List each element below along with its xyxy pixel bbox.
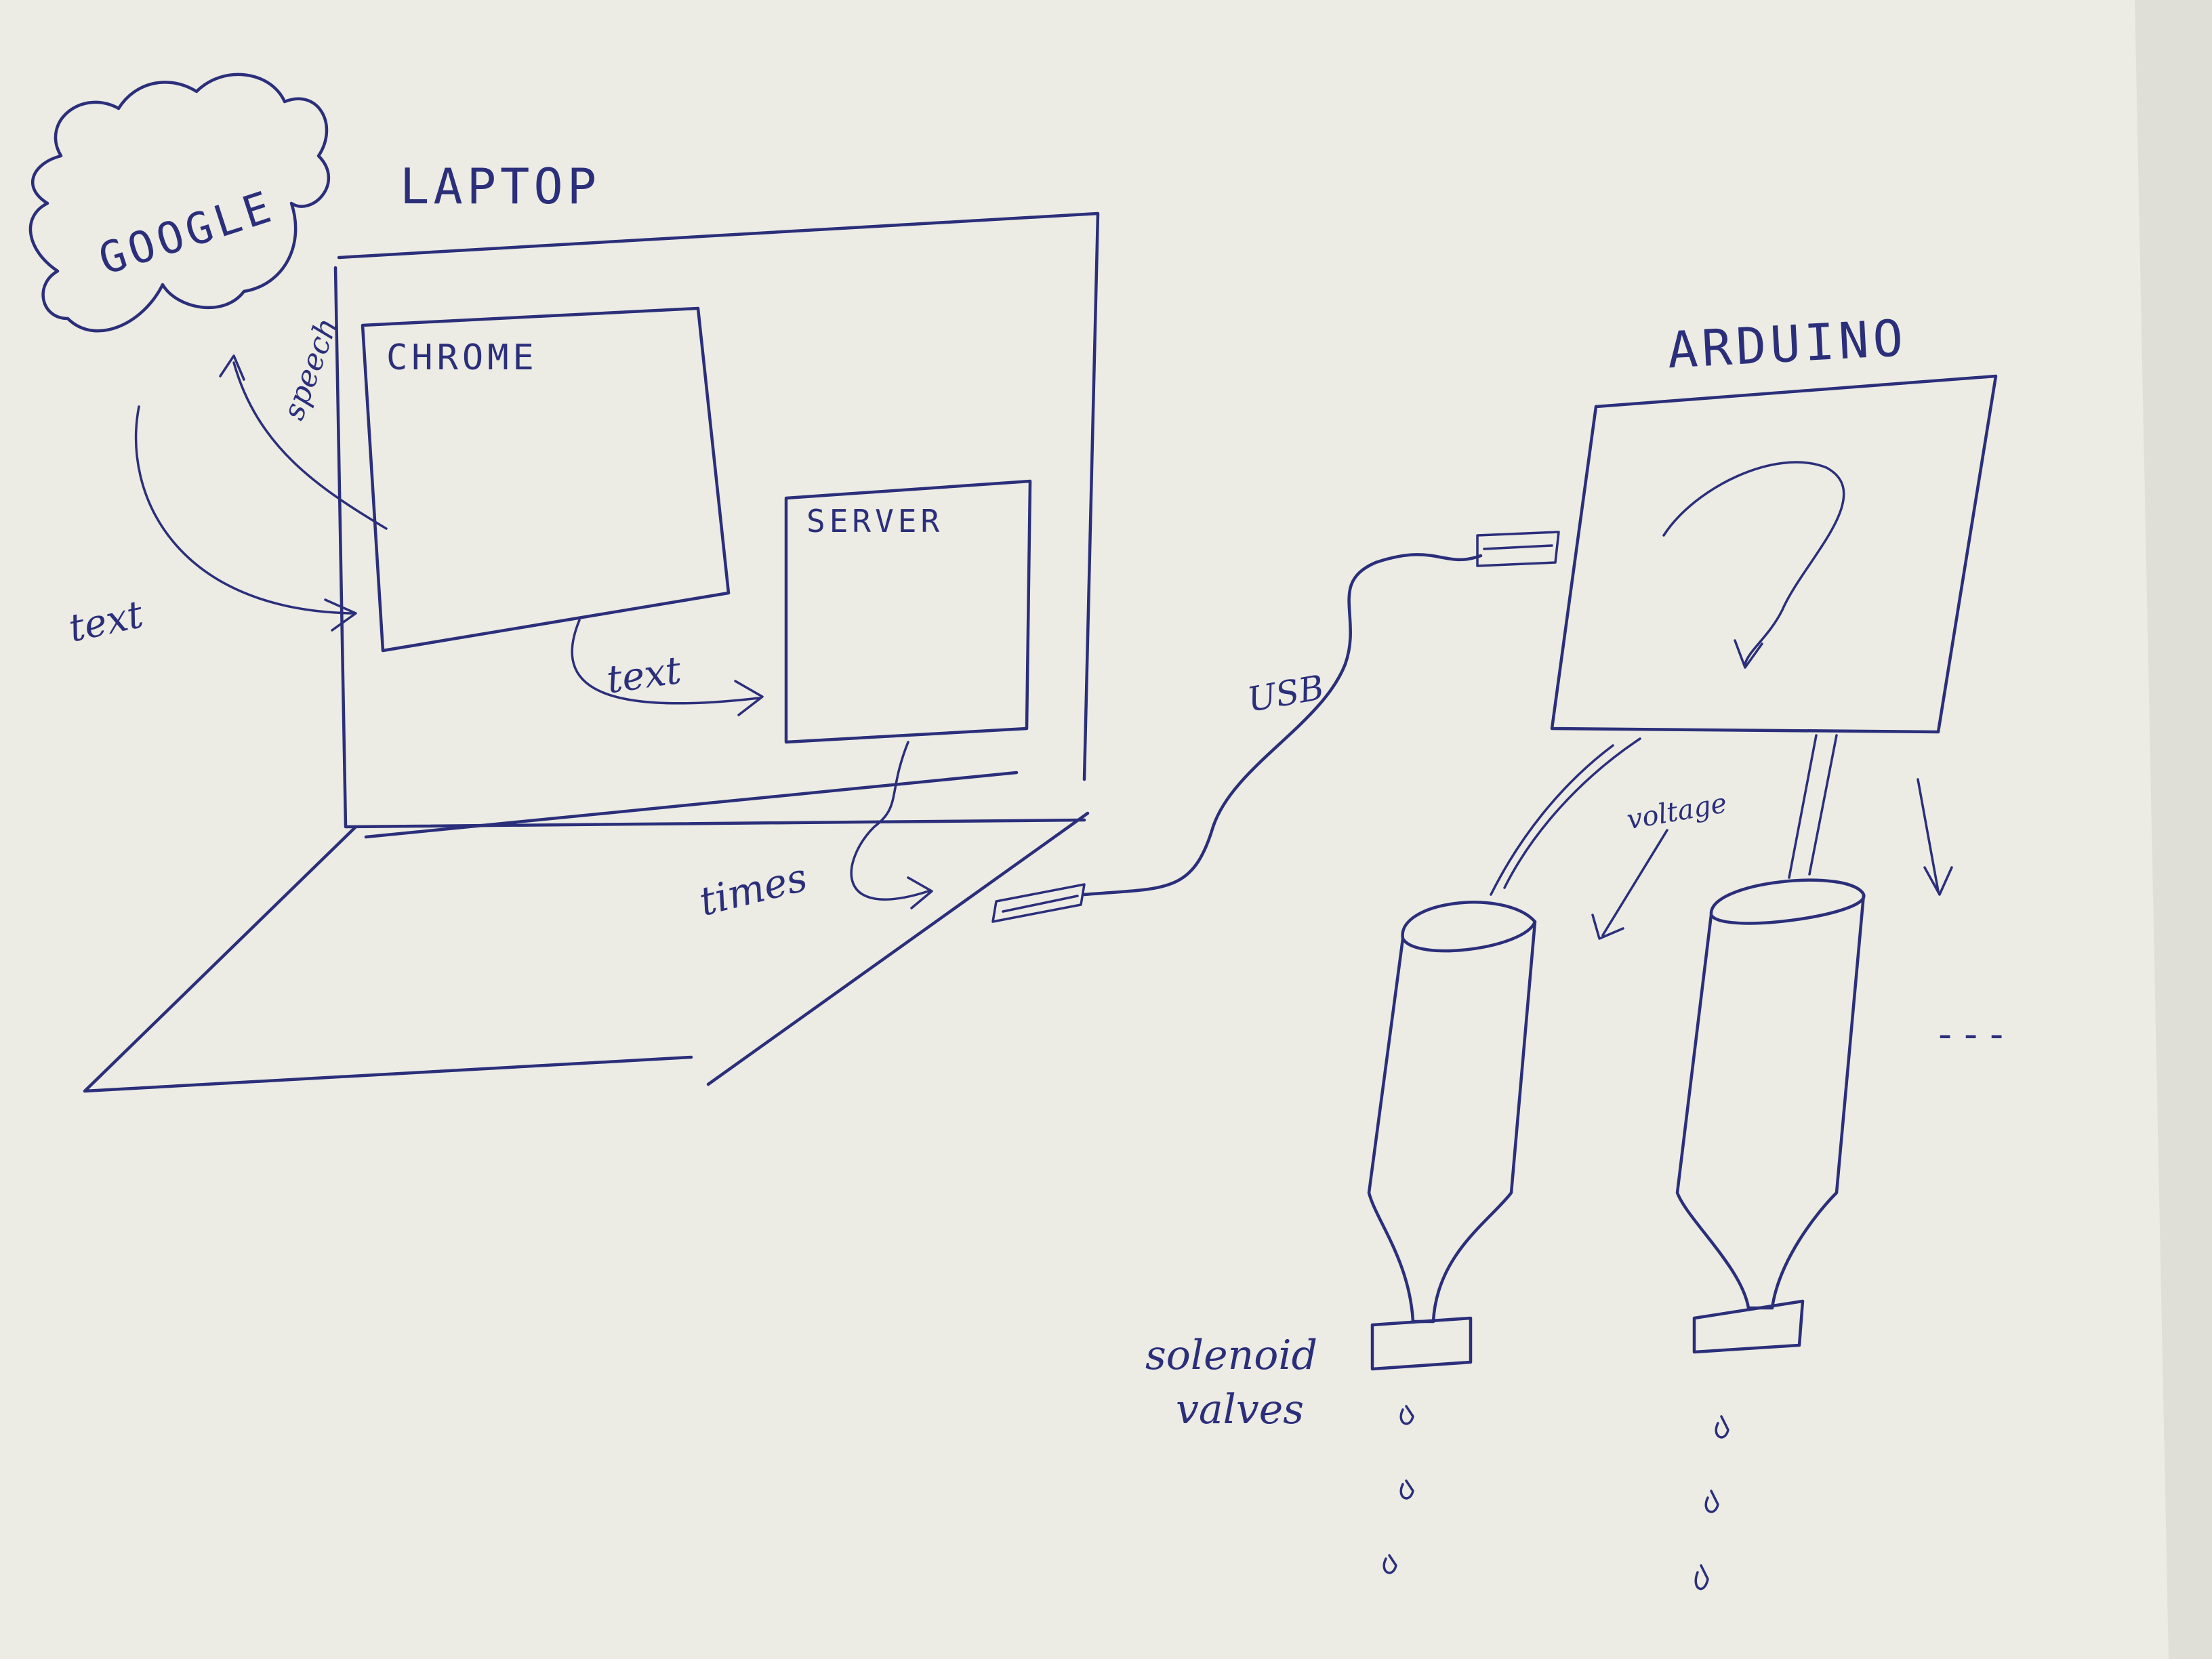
speech-arrow [232, 361, 388, 530]
chrome-window [361, 306, 731, 653]
text-arrow-left [134, 405, 354, 615]
wire-1b [1490, 744, 1614, 896]
text-arrow-middle [571, 619, 760, 705]
google-cloud [28, 73, 330, 333]
usb-plug-laptop [991, 883, 1086, 923]
server-label: SERVER [806, 503, 943, 539]
laptop-label: LAPTOP [400, 158, 600, 215]
laptop-screen-left [333, 266, 1086, 829]
chrome-label: CHROME [386, 337, 538, 378]
arduino-loop-arrow [1662, 461, 1845, 665]
paper-shadow [2135, 0, 2212, 1659]
extra-output-arrow [1917, 778, 1940, 893]
server-window [784, 479, 1032, 744]
wire-1 [1503, 737, 1641, 889]
laptop-base-right [706, 811, 1090, 1086]
laptop-screen [337, 211, 1100, 781]
usb-plug-arduino [1476, 531, 1560, 567]
solenoid-label-line1: solenoid [1145, 1332, 1317, 1379]
text-label-middle: text [604, 649, 684, 703]
usb-cable [1082, 553, 1483, 897]
valve-1 [1370, 1316, 1473, 1371]
times-arrowhead [907, 876, 933, 909]
drops-1 [1382, 1405, 1414, 1574]
bottle-2 [1675, 878, 1866, 1310]
arduino-loop-arrowhead [1734, 639, 1763, 669]
arduino-board [1550, 374, 1998, 734]
bottle-1 [1367, 901, 1537, 1324]
ellipsis-label: - - - [1938, 1012, 2003, 1057]
valve-2 [1692, 1299, 1805, 1354]
laptop-screen-bottom [364, 771, 1019, 839]
laptop-base [83, 825, 693, 1093]
voltage-arrow [1601, 829, 1668, 937]
solenoid-label-line2: valves [1176, 1386, 1304, 1433]
wire-2b [1788, 734, 1818, 879]
arduino-label: ARDUINO [1666, 309, 1908, 380]
wire-2 [1808, 734, 1838, 876]
speech-arrowhead [219, 354, 245, 381]
times-arrow [850, 741, 930, 901]
text-arrowhead-middle [734, 680, 764, 716]
voltage-arrowhead [1591, 914, 1624, 940]
text-arrowhead-left [324, 598, 357, 632]
drops-2 [1694, 1415, 1729, 1591]
extra-output-arrowhead [1923, 866, 1953, 896]
